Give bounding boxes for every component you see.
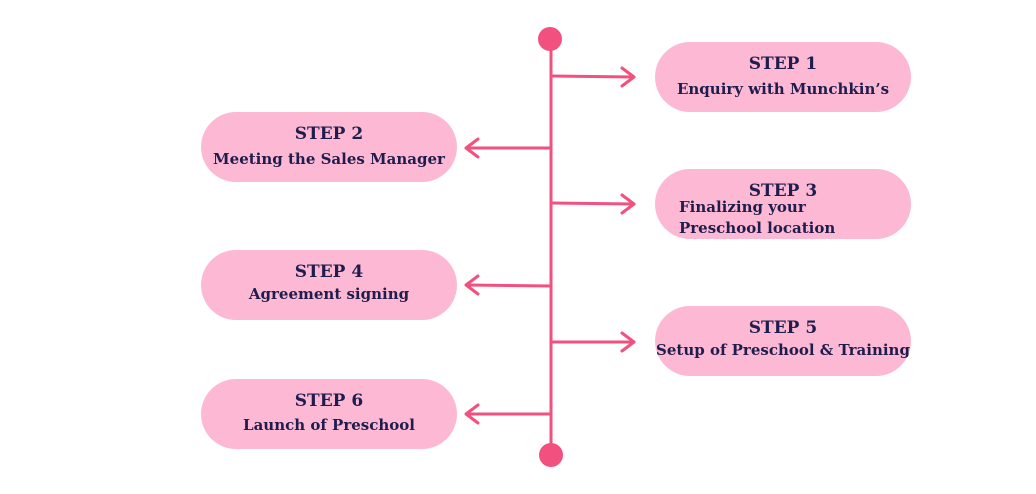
step-1-description: Enquiry with Munchkin’s [676,80,890,98]
timeline-start-dot [538,27,562,51]
step-6-description: Launch of Preschool [243,416,415,434]
step-2-box: STEP 2 Meeting the Sales Manager [201,112,457,182]
connector-arrow-step-1 [549,66,636,88]
timeline-end-dot [539,443,563,467]
connector-arrow-step-2 [464,137,553,159]
step-4-box: STEP 4 Agreement signing [201,250,457,320]
connector-arrow-step-6 [464,403,553,425]
connector-arrow-step-3 [549,193,636,215]
step-5-description: Setup of Preschool & Training [656,341,910,359]
step-1-box: STEP 1 Enquiry with Munchkin’s [655,42,911,112]
step-3-description: Finalizing your Preschool location [679,198,836,237]
step-1-title: STEP 1 [748,54,818,74]
step-3-title: STEP 3 [748,181,818,201]
step-3-box: STEP 3 Finalizing your Preschool locatio… [655,169,911,239]
step-2-title: STEP 2 [294,124,364,144]
connector-arrow-step-5 [549,331,636,353]
step-5-box: STEP 5 Setup of Preschool & Training [655,306,911,376]
step-6-box: STEP 6 Launch of Preschool [201,379,457,449]
step-4-description: Agreement signing [248,285,410,303]
connector-arrow-step-4 [464,274,553,296]
step-5-title: STEP 5 [748,318,818,338]
step-2-description: Meeting the Sales Manager [213,150,445,168]
step-4-title: STEP 4 [294,262,364,282]
step-6-title: STEP 6 [294,391,364,411]
